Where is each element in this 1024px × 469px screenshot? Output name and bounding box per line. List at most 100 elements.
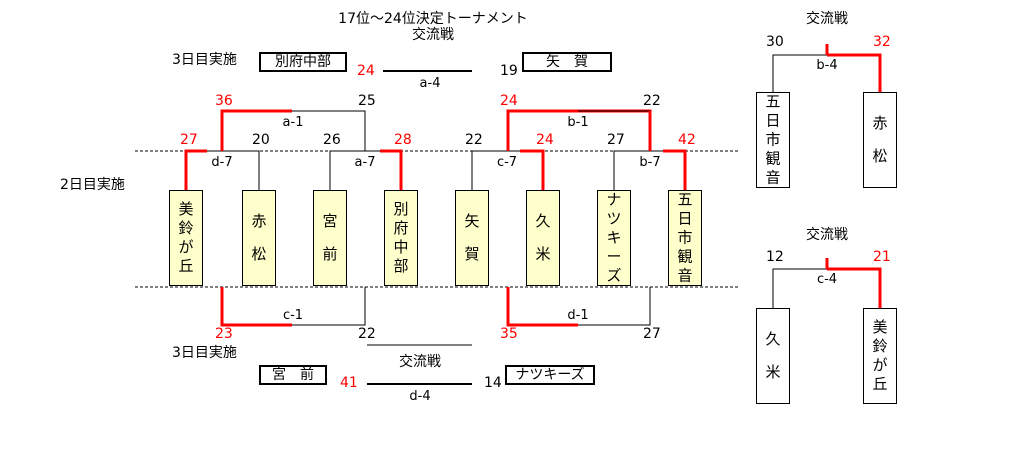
- final-top-left-team: 別府中部: [259, 52, 347, 72]
- team-name: 赤松: [243, 212, 275, 264]
- final-bottom-match: d-4: [409, 389, 431, 404]
- team-name-char: 宮: [322, 212, 338, 230]
- day3-label-top: 3日目実施: [172, 52, 237, 68]
- team-name: 五日市観音: [757, 93, 789, 188]
- team-name-char: ズ: [606, 266, 622, 285]
- semi-top-b1-match: b-1: [567, 115, 589, 130]
- team-name-char: キ: [606, 228, 622, 247]
- team-name-char: 赤: [872, 114, 888, 132]
- koryusen-label-bottom: 交流戦: [399, 354, 441, 370]
- side1-right-team-box: 赤松: [863, 92, 897, 188]
- semi-top-b1-right-score: 22: [643, 93, 661, 109]
- team-name: 美鈴が丘: [864, 318, 896, 394]
- final-top-left-score: 24: [357, 63, 375, 79]
- team-name: 別府中部: [385, 200, 417, 276]
- team-box-misuzugaoka: 美鈴が丘: [169, 190, 203, 286]
- team-name-char: 観: [765, 149, 781, 168]
- day3-label-bottom: 3日目実施: [172, 345, 237, 361]
- team-name-char: 五: [765, 92, 781, 111]
- semi-bottom-c1-match: c-1: [282, 308, 304, 323]
- team-name: ナツキーズ: [598, 191, 630, 286]
- side2-match: c-4: [816, 272, 838, 287]
- team-name-char: 日: [677, 209, 693, 228]
- semi-top-a1-right-score: 25: [358, 93, 376, 109]
- team-name-char: 米: [535, 245, 551, 263]
- side2-title: 交流戦: [806, 227, 848, 243]
- semi-bottom-d1-right-score: 27: [643, 326, 661, 342]
- team-name-char: 市: [677, 228, 693, 247]
- final-top-right-score: 19: [500, 63, 518, 79]
- team-name-char: 別: [393, 200, 409, 218]
- side1-title: 交流戦: [806, 11, 848, 27]
- team-name-char: 赤: [251, 212, 267, 230]
- team-name-char: が: [178, 238, 194, 256]
- team-name-char: 音: [765, 168, 781, 187]
- r1-a7-match: a-7: [354, 155, 376, 170]
- r1-b7-match: b-7: [639, 155, 661, 170]
- semi-top-a1-left-score: 36: [215, 93, 233, 109]
- r1-a7-right-score: 28: [394, 132, 412, 148]
- team-name-char: 日: [765, 111, 781, 130]
- team-name-char: 丘: [178, 257, 194, 275]
- team-name-char: 前: [322, 245, 338, 263]
- r1-b7-right-score: 42: [678, 132, 696, 148]
- team-box-itsukaichikannon: 五日市観音: [668, 190, 702, 286]
- r1-d7-right-score: 20: [252, 132, 270, 148]
- bracket-subtitle: 交流戦: [412, 27, 454, 43]
- r1-b7-left-score: 27: [607, 132, 625, 148]
- semi-bottom-c1-right-score: 22: [358, 326, 376, 342]
- team-name: 久米: [757, 330, 789, 382]
- semi-bottom-d1-left-score: 35: [500, 326, 518, 342]
- team-name-char: 中: [393, 238, 409, 256]
- r1-a7-left-score: 26: [323, 132, 341, 148]
- team-name-char: が: [872, 356, 888, 374]
- team-name: 久米: [527, 212, 559, 264]
- team-name-char: 府: [393, 219, 409, 237]
- team-name: 宮前: [314, 212, 346, 264]
- r1-d7-left-score: 27: [180, 132, 198, 148]
- final-top-right-team: 矢 賀: [522, 52, 612, 72]
- team-name-char: 松: [872, 147, 888, 165]
- final-top-match: a-4: [419, 76, 441, 91]
- team-box-beppuchubu: 別府中部: [384, 190, 418, 286]
- team-name-char: 観: [677, 247, 693, 266]
- team-name-char: 音: [677, 266, 693, 285]
- side2-left-team-box: 久米: [756, 308, 790, 404]
- team-name: 美鈴が丘: [170, 200, 202, 276]
- semi-top-a1-match: a-1: [282, 115, 304, 130]
- team-name-char: 鈴: [178, 219, 194, 237]
- r1-c7-match: c-7: [496, 155, 518, 170]
- r1-c7-left-score: 22: [465, 132, 483, 148]
- side1-right-score: 32: [873, 34, 891, 50]
- final-bottom-left-team: 宮 前: [259, 365, 327, 385]
- team-name: 五日市観音: [669, 191, 701, 286]
- team-name-char: 鈴: [872, 337, 888, 355]
- team-name-char: 五: [677, 190, 693, 209]
- team-box-miyamae: 宮前: [313, 190, 347, 286]
- team-name-char: 米: [765, 363, 781, 381]
- team-name-char: 丘: [872, 375, 888, 393]
- team-name: 矢賀: [456, 212, 488, 264]
- final-bottom-right-team: ナツキーズ: [505, 365, 595, 385]
- team-name-char: 賀: [464, 245, 480, 263]
- team-box-natsukizu: ナツキーズ: [597, 190, 631, 286]
- team-name-char: 美: [178, 200, 194, 218]
- side1-match: b-4: [816, 58, 838, 73]
- final-bottom-right-score: 14: [484, 375, 502, 391]
- semi-top-b1-left-score: 24: [500, 93, 518, 109]
- semi-bottom-c1-left-score: 23: [215, 326, 233, 342]
- team-name-char: 松: [251, 245, 267, 263]
- final-bottom-left-score: 41: [340, 375, 358, 391]
- team-box-kume: 久米: [526, 190, 560, 286]
- side1-left-team-box: 五日市観音: [756, 92, 790, 188]
- team-name: 赤松: [864, 114, 896, 166]
- team-box-akamatsu: 赤松: [242, 190, 276, 286]
- team-name-char: 市: [765, 130, 781, 149]
- team-name-char: 矢: [464, 212, 480, 230]
- side2-right-team-box: 美鈴が丘: [863, 308, 897, 404]
- team-name-char: ナ: [606, 190, 622, 209]
- team-name-char: ツ: [606, 209, 622, 228]
- team-name-char: 久: [535, 212, 551, 230]
- r1-d7-match: d-7: [211, 155, 233, 170]
